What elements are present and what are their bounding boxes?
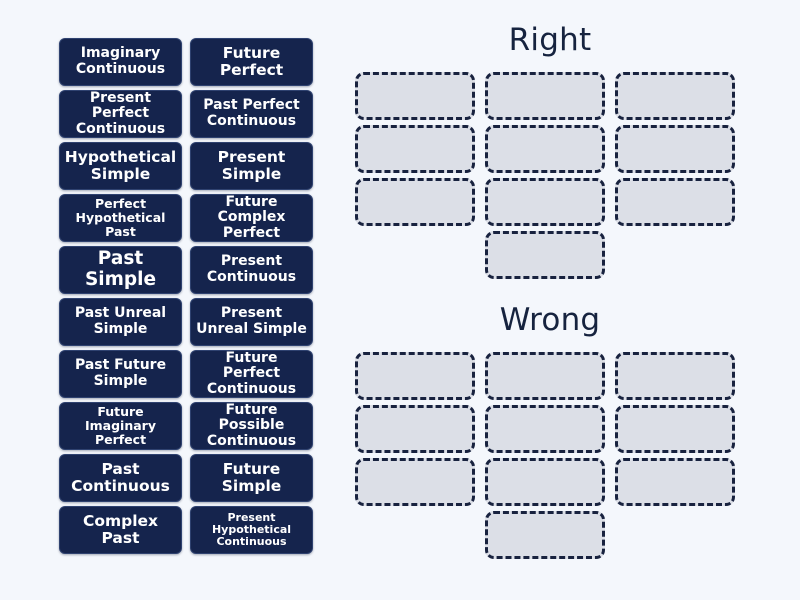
- draggable-tile[interactable]: Perfect Hypothetical Past: [59, 194, 182, 242]
- dropzone[interactable]: [485, 511, 605, 559]
- draggable-tile[interactable]: Present Unreal Simple: [190, 298, 313, 346]
- draggable-tile[interactable]: Present Hypothetical Continuous: [190, 506, 313, 554]
- dropzone[interactable]: [485, 72, 605, 120]
- draggable-tile[interactable]: Future Perfect: [190, 38, 313, 86]
- draggable-tile[interactable]: Past Continuous: [59, 454, 182, 502]
- dropzone[interactable]: [355, 405, 475, 453]
- draggable-tile[interactable]: Present Simple: [190, 142, 313, 190]
- draggable-tile[interactable]: Complex Past: [59, 506, 182, 554]
- dropzone[interactable]: [355, 125, 475, 173]
- dropzone[interactable]: [615, 352, 735, 400]
- draggable-tile[interactable]: Imaginary Continuous: [59, 38, 182, 86]
- group-right: Right: [350, 22, 750, 279]
- dropzone[interactable]: [485, 352, 605, 400]
- draggable-tile[interactable]: Past Simple: [59, 246, 182, 294]
- draggable-tile[interactable]: Past Perfect Continuous: [190, 90, 313, 138]
- dropzone[interactable]: [355, 178, 475, 226]
- dropzone[interactable]: [485, 231, 605, 279]
- dropzone[interactable]: [615, 72, 735, 120]
- group-wrong-dropzones: [350, 352, 740, 559]
- draggable-tile[interactable]: Present Perfect Continuous: [59, 90, 182, 138]
- draggable-tile[interactable]: Past Future Simple: [59, 350, 182, 398]
- dropzone[interactable]: [485, 178, 605, 226]
- dropzone[interactable]: [485, 458, 605, 506]
- group-right-dropzones: [350, 72, 740, 279]
- group-wrong: Wrong: [350, 302, 750, 559]
- draggable-tile[interactable]: Past Unreal Simple: [59, 298, 182, 346]
- group-right-title: Right: [508, 22, 592, 58]
- dropzone[interactable]: [615, 125, 735, 173]
- draggable-tile[interactable]: Future Simple: [190, 454, 313, 502]
- draggable-tile[interactable]: Hypothetical Simple: [59, 142, 182, 190]
- dropzone[interactable]: [615, 458, 735, 506]
- draggable-tile[interactable]: Present Continuous: [190, 246, 313, 294]
- draggable-tile[interactable]: Future Perfect Continuous: [190, 350, 313, 398]
- draggable-tile[interactable]: Future Imaginary Perfect: [59, 402, 182, 450]
- dropzone[interactable]: [485, 405, 605, 453]
- dropzone[interactable]: [355, 352, 475, 400]
- draggable-tile[interactable]: Future Possible Continuous: [190, 402, 313, 450]
- group-wrong-title: Wrong: [499, 302, 601, 338]
- dropzone[interactable]: [615, 178, 735, 226]
- dropzone[interactable]: [615, 405, 735, 453]
- dropzone[interactable]: [355, 72, 475, 120]
- dropzone[interactable]: [355, 458, 475, 506]
- draggable-tile[interactable]: Future Complex Perfect: [190, 194, 313, 242]
- dropzone[interactable]: [485, 125, 605, 173]
